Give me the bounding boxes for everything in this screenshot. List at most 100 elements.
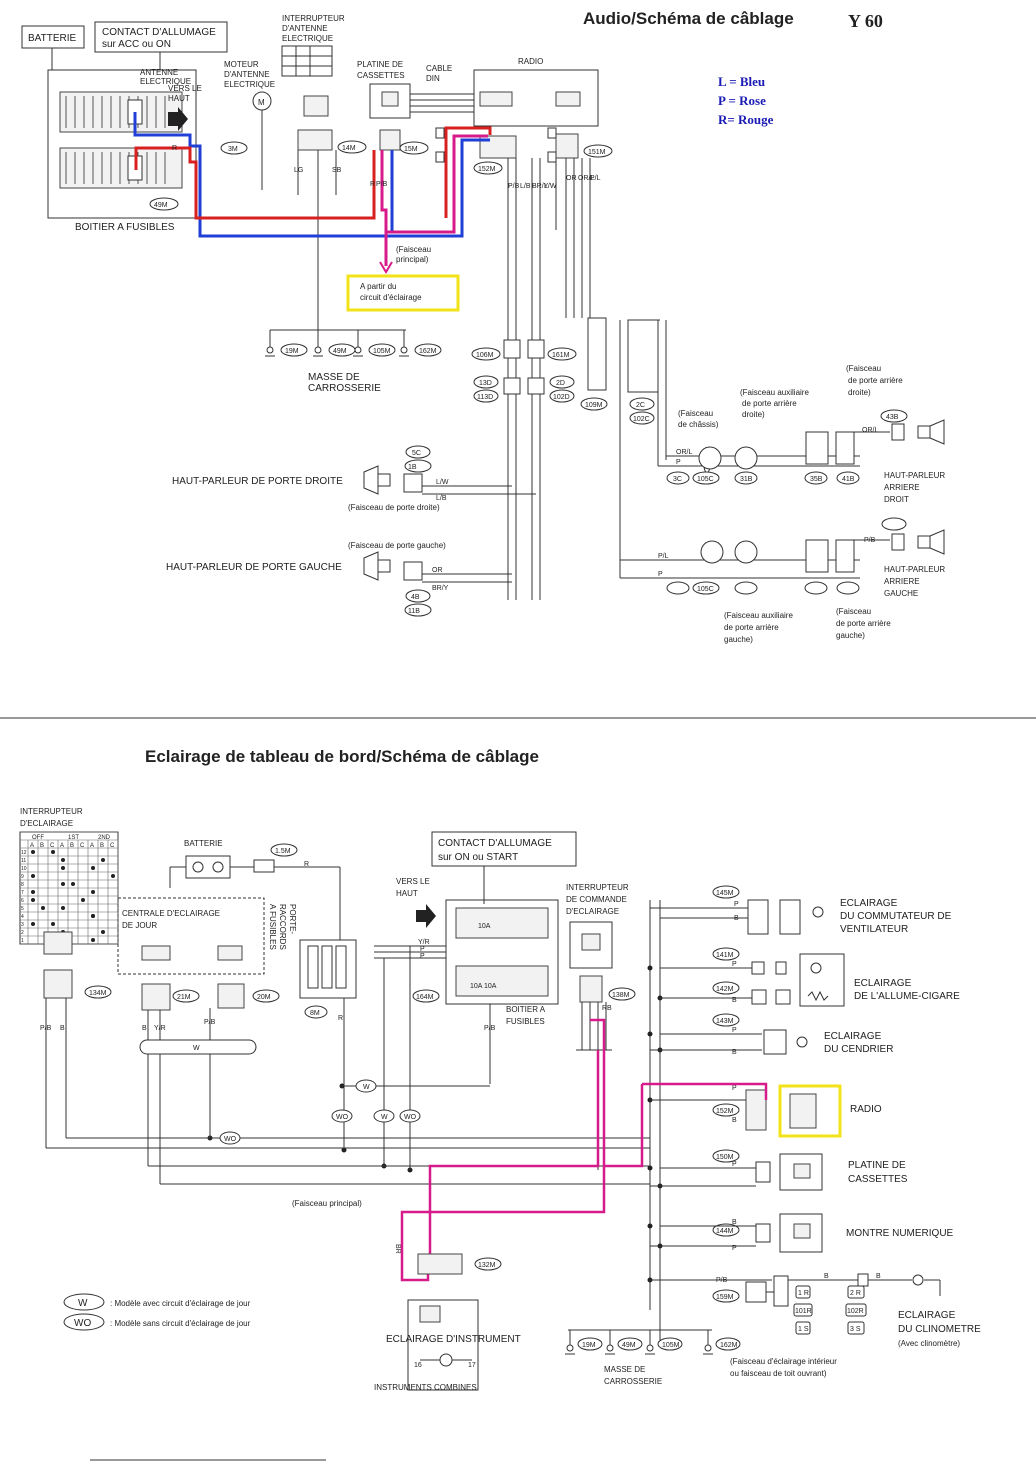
conn-103D (404, 459, 432, 473)
conn-150M-label: 150M (716, 1154, 734, 1161)
conn-102C-label: 102C (633, 416, 650, 423)
conn-15M (399, 141, 429, 155)
conn-138M-label: 138M (612, 992, 630, 999)
wire-r-battery: R (304, 861, 309, 868)
vers-haut-dash-arrow (416, 904, 436, 928)
wire-pb-platine: P/B (376, 181, 388, 188)
wire-p-fuse2: P (420, 953, 425, 960)
conn-105C-label: 105C (697, 476, 714, 483)
conn-1R-label: 1 R (798, 1290, 809, 1297)
moteur-antenne-3: ELECTRIQUE (224, 80, 275, 89)
porte-raccords-2: RACCORDS (278, 904, 287, 950)
svg-text:5: 5 (21, 906, 24, 912)
load-cendrier: 143M P B ECLAIRAGE DU CENDRIER (650, 1013, 893, 1056)
interrupteur-antenne-2: D'ANTENNE (282, 24, 328, 33)
conn-3S (847, 1321, 865, 1335)
antenna-switch-conn2 (297, 129, 333, 151)
ecl-cendrier-1: ECLAIRAGE (824, 1031, 882, 1042)
conn-105C (692, 471, 720, 485)
wire-b-143: B (732, 1049, 737, 1056)
vers-haut-1: VERS LE (168, 84, 202, 93)
rear-left-conn-2 (835, 539, 855, 573)
boitier-fusibles-dash-2: FUSIBLES (506, 1017, 545, 1026)
hp-porte-droite-label: HAUT-PARLEUR DE PORTE DROITE (172, 476, 343, 487)
platine-label-1: PLATINE DE (357, 60, 403, 69)
wire-pb-159b: B (824, 1273, 829, 1280)
centrale-box (117, 897, 265, 975)
wire-pl-radio: P/L (590, 175, 601, 182)
circuit-eclairage-box (346, 274, 460, 312)
faisceau-porte-droite: (Faisceau de porte droite) (348, 503, 440, 512)
interrupteur-eclairage-2: D'ECLAIRAGE (20, 819, 73, 828)
svg-text:2ND: 2ND (98, 835, 111, 841)
masse-1: MASSE DE (308, 372, 360, 383)
wire-b-145: B (734, 915, 739, 922)
ecl-commutateur-2: DU COMMUTATEUR DE (840, 911, 952, 922)
centrale-1: CENTRALE D'ECLAIRAGE (122, 909, 220, 918)
conn-114D-label: 11B (408, 608, 420, 615)
conn-164M-label: 49M (154, 202, 168, 209)
legend-w-text: : Modèle avec circuit d'éclairage de jou… (110, 1299, 251, 1308)
conn-2C-label: 2C (636, 402, 645, 409)
wire-b-switch: B (60, 1025, 65, 1032)
legend-w-badge (63, 1293, 105, 1311)
radio-label: RADIO (518, 57, 543, 66)
dash-ground-19M (577, 1337, 603, 1351)
ecl-cendrier-2: DU CENDRIER (824, 1044, 893, 1055)
antenna-switch-connector (303, 95, 329, 117)
conn-144M-label: 144M (716, 1228, 734, 1235)
instrument-lamp (439, 1353, 453, 1367)
antenne-label-2: ELECTRIQUE (140, 77, 191, 86)
legend-wo-badge (63, 1313, 105, 1331)
wire-p-145: P (734, 901, 739, 908)
load-platine: 150M P PLATINE DE CASSETTES (650, 1149, 908, 1191)
conn-102R (845, 1303, 867, 1317)
speaker-front-right (363, 465, 379, 495)
masse-2: CARROSSERIE (308, 383, 381, 394)
legend-blue: L = Bleu (718, 74, 765, 89)
dash-ground-19M-label: 19M (582, 1342, 596, 1349)
wire-pb-centrale: P/B (204, 1019, 216, 1026)
chassis-connector-right (698, 446, 722, 470)
antenne-label-1: ANTENNE (140, 68, 178, 77)
svg-text:A: A (60, 843, 64, 849)
conn-3M-label: 3M (228, 146, 238, 153)
wire-yr-centrale: Y/R (154, 1025, 166, 1032)
svg-text:B: B (100, 843, 104, 849)
dash-ground-105M-label: 105M (662, 1342, 680, 1349)
wire-sb: SB (332, 167, 342, 174)
conn-14D (405, 589, 431, 603)
dash-diagram: Eclairage de tableau de bord/Schéma de c… (19, 747, 981, 1461)
conn-2D (549, 375, 575, 389)
conn-20M (252, 989, 280, 1003)
faisceau-arr-gauche-3: gauche) (836, 631, 865, 640)
porte-raccords-3: A FUSIBLES (268, 904, 277, 950)
conn-3C (666, 471, 690, 485)
wire-p-141: P (732, 961, 737, 968)
conn-134M (84, 985, 112, 999)
faisceau-aux-droite-1: (Faisceau auxiliaire (740, 388, 809, 397)
svg-text:2: 2 (21, 930, 24, 936)
commande-1: INTERRUPTEUR (566, 883, 629, 892)
speaker-rear-right (929, 419, 945, 445)
speaker-rear-left (929, 529, 945, 555)
model-label: Y 60 (848, 11, 883, 31)
conn-1S (795, 1321, 811, 1335)
svg-text:7: 7 (21, 890, 24, 896)
wire-p-radio: P (732, 1085, 737, 1092)
conn-164M-dash-label: 164M (416, 994, 434, 1001)
faisceau-porte-gauche: (Faisceau de porte gauche) (348, 541, 446, 550)
conn-151M (583, 144, 613, 158)
conn-106M-label: 106M (476, 352, 494, 359)
svg-text:C: C (80, 843, 85, 849)
svg-text:4: 4 (21, 914, 24, 920)
svg-text:1: 1 (21, 938, 24, 944)
porte-raccords-1: PORTE- (288, 904, 297, 934)
contact-dash-2: sur ON ou START (438, 852, 518, 863)
wire-r-fuse: R (172, 145, 177, 152)
conn-109M (580, 397, 608, 411)
cable-din-1: CABLE (426, 64, 452, 73)
svg-text:A: A (90, 843, 94, 849)
